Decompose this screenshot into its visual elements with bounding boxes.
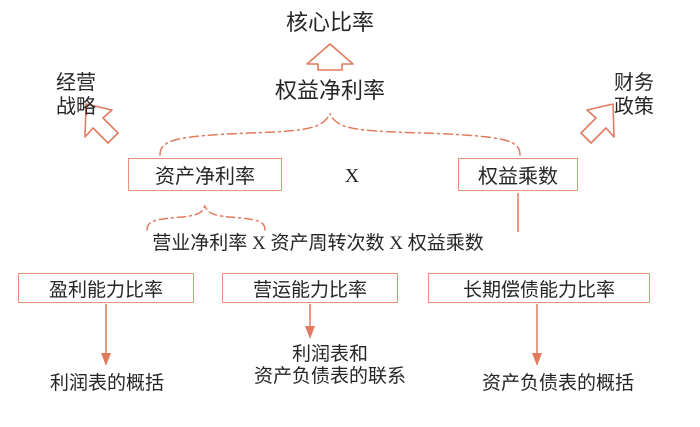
label-operating-strategy-line2: 战略	[56, 95, 96, 118]
label-operating-strategy-line1: 经营	[56, 72, 96, 94]
label-statement-linkage-line1: 利润表和	[291, 344, 369, 365]
label-financial-policy-line2: 政策	[614, 95, 654, 118]
brace-level2	[159, 113, 331, 156]
label-return-on-equity: 权益净利率	[274, 78, 386, 103]
label-income-statement-summary: 利润表的概括	[49, 373, 165, 394]
label-statement-linkage: 利润表和 资产负债表的联系	[254, 344, 406, 389]
box-long-term-solvency-ratio: 长期偿债能力比率	[428, 273, 650, 303]
box-return-on-assets: 资产净利率	[128, 158, 282, 191]
label-operating-strategy: 经营 战略	[56, 72, 96, 119]
arrowhead-profitability-icon	[101, 353, 111, 366]
level3-formula-row: 营业净利率 X 资产周转次数 X 权益乘数	[152, 233, 484, 254]
brace-level2-right	[329, 113, 521, 156]
box-profitability-ratio: 盈利能力比率	[18, 273, 194, 303]
hollow-arrow-right-policy-icon	[580, 103, 615, 144]
hollow-up-arrow-core-icon	[306, 43, 354, 71]
box-equity-multiplier: 权益乘数	[458, 158, 578, 191]
brace-level3-right	[204, 204, 266, 231]
label-financial-policy: 财务 政策	[614, 72, 654, 119]
arrowhead-solvency-icon	[532, 353, 542, 366]
operator-multiply-level2: X	[344, 165, 360, 187]
arrowhead-operating-icon	[305, 326, 315, 339]
title-core-ratio: 核心比率	[285, 10, 375, 35]
label-statement-linkage-line2: 资产负债表的联系	[253, 366, 407, 388]
label-financial-policy-line1: 财务	[614, 72, 654, 94]
brace-level3	[146, 204, 206, 231]
label-balance-sheet-summary: 资产负债表的概括	[481, 373, 635, 394]
box-operating-capability-ratio: 营运能力比率	[222, 273, 398, 303]
